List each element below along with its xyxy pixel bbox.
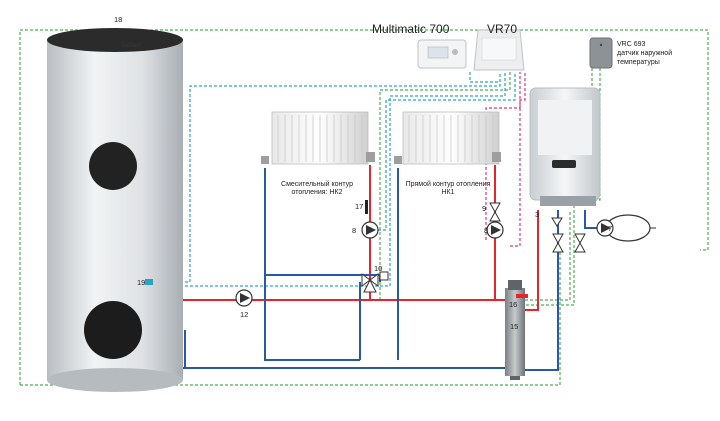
label-8-hk2: 8 xyxy=(352,226,357,235)
radiator-hk1-valve-right xyxy=(492,152,501,162)
wire-cyan-tank xyxy=(150,72,501,283)
wire-green-hydro2 xyxy=(526,205,575,306)
label-10: 10 xyxy=(374,264,383,273)
boiler xyxy=(529,87,601,206)
wire-green-outer xyxy=(19,29,709,385)
pump-7 xyxy=(596,219,614,237)
label-15: 15 xyxy=(510,322,519,331)
module-title: VR70 xyxy=(487,22,518,36)
outdoor-sensor xyxy=(589,37,613,69)
radiator-hk2-valve-left xyxy=(261,156,269,164)
sensor-17 xyxy=(365,200,368,214)
radiator-hk2 xyxy=(261,111,375,165)
label-18: 18 xyxy=(114,15,123,24)
boiler-valves xyxy=(551,217,586,253)
tank-lower-port xyxy=(84,301,142,359)
label-7: 7 xyxy=(608,224,613,233)
storage-tank: Vaillant xyxy=(47,28,183,392)
pump-hk1 xyxy=(486,221,504,239)
mixing-valve xyxy=(361,271,389,293)
label-12: 12 xyxy=(240,310,249,319)
radiator-hk1-valve-left xyxy=(394,156,402,164)
return-hk2 xyxy=(264,168,360,361)
sensor-16 xyxy=(516,294,528,298)
wire-green-mixer xyxy=(375,72,511,301)
direct-circuit-label: Прямой контур отопления НК1 xyxy=(405,181,491,196)
label-16: 16 xyxy=(509,300,518,309)
label-9: 9 xyxy=(482,204,487,213)
radiator-hk2-valve-right xyxy=(366,152,375,162)
boiler-return xyxy=(520,210,559,371)
tank-brand-logo: Vaillant xyxy=(121,43,142,49)
pump-12 xyxy=(235,289,253,307)
module-vr70 xyxy=(473,29,525,71)
wire-cyan-mixer xyxy=(150,72,506,287)
boiler-supply xyxy=(520,210,539,311)
mixed-circuit-label: Смесительный контур отопления: НК2 xyxy=(281,181,353,196)
check-valve-9 xyxy=(489,202,501,222)
wire-cyan-pump xyxy=(378,72,516,231)
controller-title: Multimatic 700 xyxy=(372,22,450,36)
label-3: 3 xyxy=(535,210,540,219)
wire-green-hydro xyxy=(520,210,571,301)
tank-upper-port xyxy=(89,142,137,190)
wire-pink-boiler xyxy=(485,72,521,240)
sensor-19 xyxy=(145,279,153,285)
pump-hk2 xyxy=(361,221,379,239)
radiator-hk1 xyxy=(394,111,501,165)
label-17: 17 xyxy=(355,202,364,211)
label-19: 19 xyxy=(137,278,146,287)
wire-cyan-controller xyxy=(469,72,500,83)
wire-pink-hydro xyxy=(510,72,526,247)
controller-multimatic xyxy=(417,39,467,69)
sensor-label: VRC 693 датчик наружной температуры xyxy=(617,41,673,66)
hydraulic-separator xyxy=(505,280,525,380)
wire-green-bottom xyxy=(20,250,561,386)
label-8-hk1: 8 xyxy=(484,226,489,235)
